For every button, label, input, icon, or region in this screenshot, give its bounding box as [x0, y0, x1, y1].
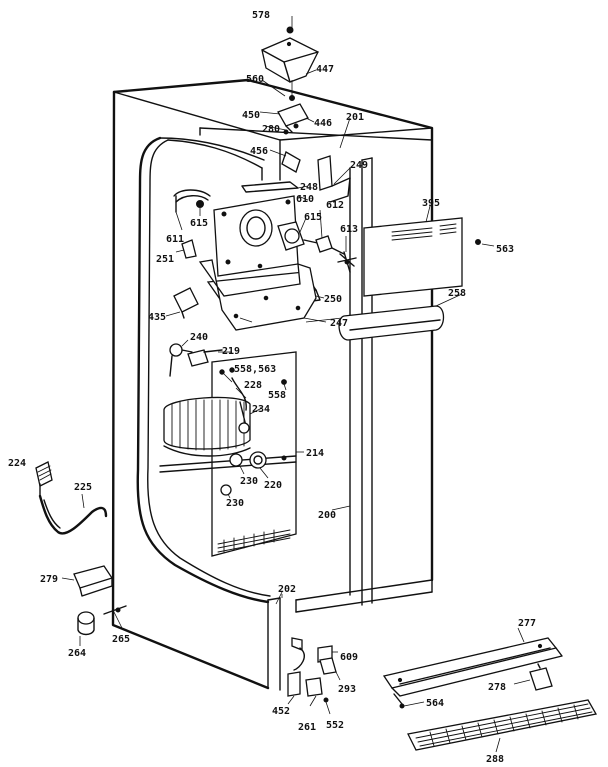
label-249: 249 [350, 160, 368, 171]
thermostat-parts [169, 339, 232, 377]
door-gasket [136, 136, 271, 604]
evaporator-coil [159, 377, 297, 473]
label-214: 214 [306, 448, 324, 459]
label-450: 450 [242, 110, 260, 121]
label-552: 552 [326, 720, 344, 731]
label-615-right: 615 [304, 212, 322, 223]
label-560: 560 [246, 74, 264, 85]
label-250: 250 [324, 294, 342, 305]
label-578: 578 [252, 10, 270, 21]
label-558-563: 558,563 [234, 364, 276, 375]
label-201: 201 [346, 112, 364, 123]
label-264: 264 [68, 648, 86, 659]
leader-lines [239, 117, 351, 605]
label-224: 224 [8, 458, 26, 469]
cabinet-shell [111, 78, 434, 691]
label-225: 225 [74, 482, 92, 493]
label-615-left: 615 [190, 218, 208, 229]
label-265: 265 [112, 634, 130, 645]
label-564: 564 [426, 698, 444, 709]
label-558: 558 [268, 390, 286, 401]
left-clip-parts [173, 189, 211, 259]
label-278: 278 [488, 682, 506, 693]
label-609: 609 [340, 652, 358, 663]
label-288: 288 [486, 754, 504, 765]
label-248: 248 [300, 182, 318, 193]
fan-bracket-assembly [213, 195, 357, 277]
top-hinge-assembly [259, 16, 319, 135]
label-228: 228 [244, 380, 262, 391]
label-202: 202 [278, 584, 296, 595]
label-240: 240 [190, 332, 208, 343]
label-261: 261 [298, 722, 316, 733]
evaporator-cover [198, 259, 327, 331]
label-219: 219 [222, 346, 240, 357]
label-279: 279 [40, 574, 58, 585]
label-230-lower: 230 [226, 498, 244, 509]
label-200: 200 [318, 510, 336, 521]
label-611: 611 [166, 234, 184, 245]
screws-558-563 [221, 371, 287, 399]
label-447: 447 [316, 64, 334, 75]
door-rail [382, 627, 563, 709]
label-220: 220 [264, 480, 282, 491]
label-446: 446 [314, 118, 332, 129]
label-395: 395 [422, 198, 440, 209]
upper-brackets [241, 149, 351, 203]
label-258: 258 [448, 288, 466, 299]
label-230-upper: 230 [240, 476, 258, 487]
label-251: 251 [156, 254, 174, 265]
label-612: 612 [326, 200, 344, 211]
water-tube [35, 461, 108, 535]
label-563: 563 [496, 244, 514, 255]
drain-parts [220, 407, 269, 499]
part-labels: 578 447 560 450 446 280 201 456 249 248 … [8, 10, 536, 765]
toe-grille [407, 699, 598, 753]
label-277: 277 [518, 618, 536, 629]
duct-258 [338, 293, 463, 341]
part-435 [165, 287, 199, 319]
air-duct-cover [363, 205, 495, 297]
label-293: 293 [338, 684, 356, 695]
bottom-hinge-assembly [281, 594, 341, 715]
label-613: 613 [340, 224, 358, 235]
label-435: 435 [148, 312, 166, 323]
label-234: 234 [252, 404, 270, 415]
label-280: 280 [262, 124, 280, 135]
cabinet-liner [199, 127, 433, 606]
label-452: 452 [272, 706, 290, 717]
label-247: 247 [330, 318, 348, 329]
lower-left-parts [61, 565, 127, 646]
label-456: 456 [250, 146, 268, 157]
label-610: 610 [296, 194, 314, 205]
